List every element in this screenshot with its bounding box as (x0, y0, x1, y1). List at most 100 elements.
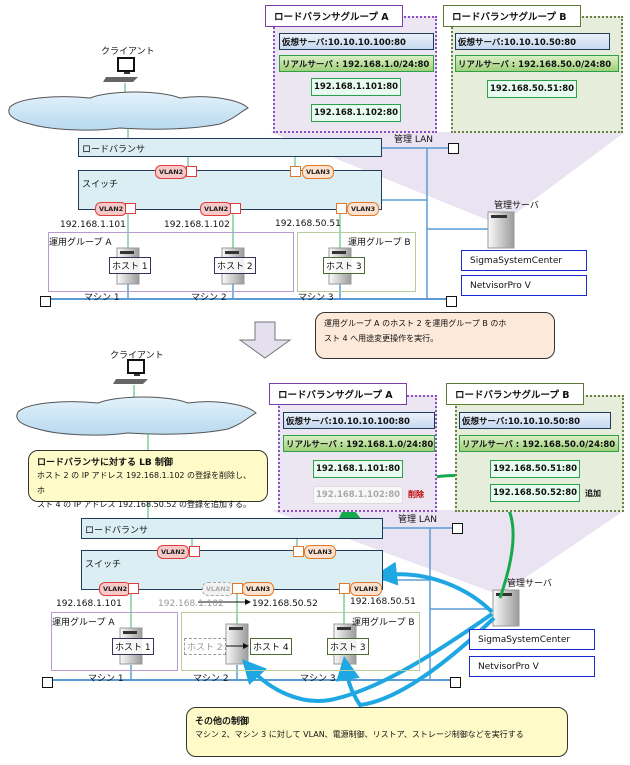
vlan-badge: VLAN2 (155, 165, 188, 179)
client-pc-icon (103, 57, 138, 82)
operation-group-b-label: 運用グループ B (348, 238, 411, 248)
removed-tag: 削除 (408, 490, 424, 499)
client-pc-icon-bottom (113, 359, 148, 384)
host-label-new[interactable]: ホスト 4 (250, 638, 292, 655)
operation-group-a (48, 232, 294, 292)
machine-label: マシン 3 (298, 293, 334, 303)
client-label: クライアント (110, 351, 164, 361)
mgmt-server-label: 管理サーバ (494, 201, 539, 211)
operation-group-b (181, 612, 420, 671)
host-label[interactable]: ホスト 1 (112, 638, 154, 655)
virtual-server-b: 仮想サーバ:10.10.10.50:80 (455, 33, 610, 50)
mgmt-server-label: 管理サーバ (507, 579, 552, 589)
real-server-a: リアルサーバ : 192.168.1.0/24:80 (279, 55, 434, 72)
lb-member-ip: 192.168.1.102:80 (311, 104, 401, 122)
mgmt-lan-label: 管理 LAN (394, 135, 433, 145)
machine-label: マシン 2 (191, 293, 227, 303)
mgmt-server-icon-top (487, 211, 515, 249)
switch-port (290, 166, 301, 177)
host-ip-label: 192.168.1.102 (164, 220, 230, 230)
host-ip-label: 192.168.1.101 (56, 599, 122, 609)
transition-note-line: 運用グループ A のホスト 2 を運用グループ B のホ (324, 319, 507, 328)
switch-port (186, 166, 197, 177)
operation-group-a (51, 612, 178, 671)
vlan-badge: VLAN2 (95, 202, 128, 216)
mgmt-lan-port (452, 523, 463, 534)
machine-label: マシン 3 (300, 674, 336, 684)
switch-port (125, 203, 136, 214)
machine-label: マシン 2 (193, 674, 229, 684)
load-balancer-label: ロードバランサ (85, 526, 149, 536)
host-label[interactable]: ホスト 3 (327, 638, 369, 655)
lb-control-note-title: ロードバランサに対する LB 制御 (37, 458, 173, 468)
host-ip-label: 192.168.50.51 (275, 219, 341, 229)
switch-port (336, 203, 347, 214)
machine-label: マシン 1 (84, 293, 120, 303)
switch-port (230, 203, 241, 214)
virtual-server-a: 仮想サーバ:10.10.10.100:80 (279, 33, 434, 50)
network-end-port (42, 677, 53, 688)
lb-member-ip: 192.168.50.51:80 (490, 460, 580, 478)
lb-member-ip: 192.168.1.101:80 (313, 460, 403, 478)
operation-group-a-label: 運用グループ A (52, 618, 115, 628)
other-control-arrows-icon (241, 561, 496, 708)
switch-label: スイッチ (82, 180, 119, 190)
added-tag: 追加 (585, 489, 601, 498)
vlan-badge: VLAN2 (200, 202, 233, 216)
host-ip-label-old: 192.168.1.102 (158, 599, 224, 609)
vlan-badge-new: VLAN3 (242, 582, 275, 596)
vlan-badge: VLAN3 (304, 545, 337, 559)
other-control-note-title: その他の制御 (195, 717, 250, 727)
client-label: クライアント (101, 47, 155, 57)
internet-cloud-icon-bottom (16, 396, 257, 436)
switch-port (128, 583, 139, 594)
lb-group-b-title: ロードバランサグループ B (443, 5, 581, 27)
host-label[interactable]: ホスト 2 (214, 257, 256, 274)
transition-note: 運用グループ A のホスト 2 を運用グループ B のホ スト 4 へ用途変更操… (315, 312, 555, 359)
switch-port (339, 583, 350, 594)
operation-group-a-label: 運用グループ A (49, 238, 112, 248)
vlan-badge: VLAN2 (99, 582, 132, 596)
operation-group-b (297, 232, 416, 292)
host-ip-label: 192.168.50.51 (350, 597, 416, 607)
lb-member-ip: 192.168.50.51:80 (487, 80, 577, 98)
load-balancer-box[interactable]: ロードバランサ (81, 518, 383, 539)
lb-control-note-line: スト 4 の IP アドレス 192.168.50.52 の登録を追加する。 (37, 500, 252, 509)
vlan-badge-old: VLAN2 (202, 582, 235, 596)
lb-member-ip: 192.168.1.101:80 (311, 78, 401, 96)
netvisorpro-box: NetvisorPro V (469, 656, 595, 677)
other-control-note: その他の制御 マシン 2、マシン 3 に対して VLAN、電源制御、リストア、ス… (186, 707, 568, 757)
switch-port (293, 546, 304, 557)
switch-label: スイッチ (85, 560, 122, 570)
lb-group-a-title: ロードバランサグループ A (269, 383, 407, 405)
host-label[interactable]: ホスト 3 (323, 257, 365, 274)
vlan-badge: VLAN3 (350, 582, 383, 596)
machine-label: マシン 1 (88, 674, 124, 684)
real-server-b: リアルサーバ : 192.168.50.0/24:80 (459, 435, 619, 452)
network-end-port (40, 296, 51, 307)
host-label[interactable]: ホスト 1 (109, 257, 151, 274)
operation-group-b-label: 運用グループ B (352, 618, 415, 628)
sigmasystemcenter-box: SigmaSystemCenter (469, 629, 595, 650)
mgmt-server-icon-bottom (492, 589, 520, 627)
lb-group-b-title: ロードバランサグループ B (446, 383, 584, 405)
host-ip-label-new: 192.168.50.52 (252, 599, 318, 609)
load-balancer-box[interactable]: ロードバランサ (78, 138, 382, 157)
netvisorpro-box: NetvisorPro V (461, 275, 587, 296)
network-end-port (450, 677, 461, 688)
lb-control-note-line: ホスト 2 の IP アドレス 192.168.1.102 の登録を削除し、ホ (37, 471, 252, 495)
lb-control-note: ロードバランサに対する LB 制御 ホスト 2 の IP アドレス 192.16… (28, 450, 268, 509)
other-control-note-line: マシン 2、マシン 3 に対して VLAN、電源制御、リストア、ストレージ制御な… (195, 730, 524, 739)
host-label-old[interactable]: ホスト 2 (184, 638, 226, 655)
lb-group-a-title: ロードバランサグループ A (265, 5, 403, 27)
mgmt-lan-port (448, 143, 459, 154)
transition-note-line: スト 4 へ用途変更操作を実行。 (324, 334, 439, 343)
vlan-badge: VLAN3 (347, 202, 380, 216)
real-server-b: リアルサーバ : 192.168.50.0/24:80 (455, 55, 619, 72)
virtual-server-a: 仮想サーバ:10.10.10.100:80 (283, 412, 435, 429)
switch-port (189, 546, 200, 557)
host-ip-label: 192.168.1.101 (60, 220, 126, 230)
virtual-server-b: 仮想サーバ:10.10.10.50:80 (459, 412, 611, 429)
sigmasystemcenter-box: SigmaSystemCenter (461, 250, 587, 271)
load-balancer-label: ロードバランサ (82, 145, 146, 155)
